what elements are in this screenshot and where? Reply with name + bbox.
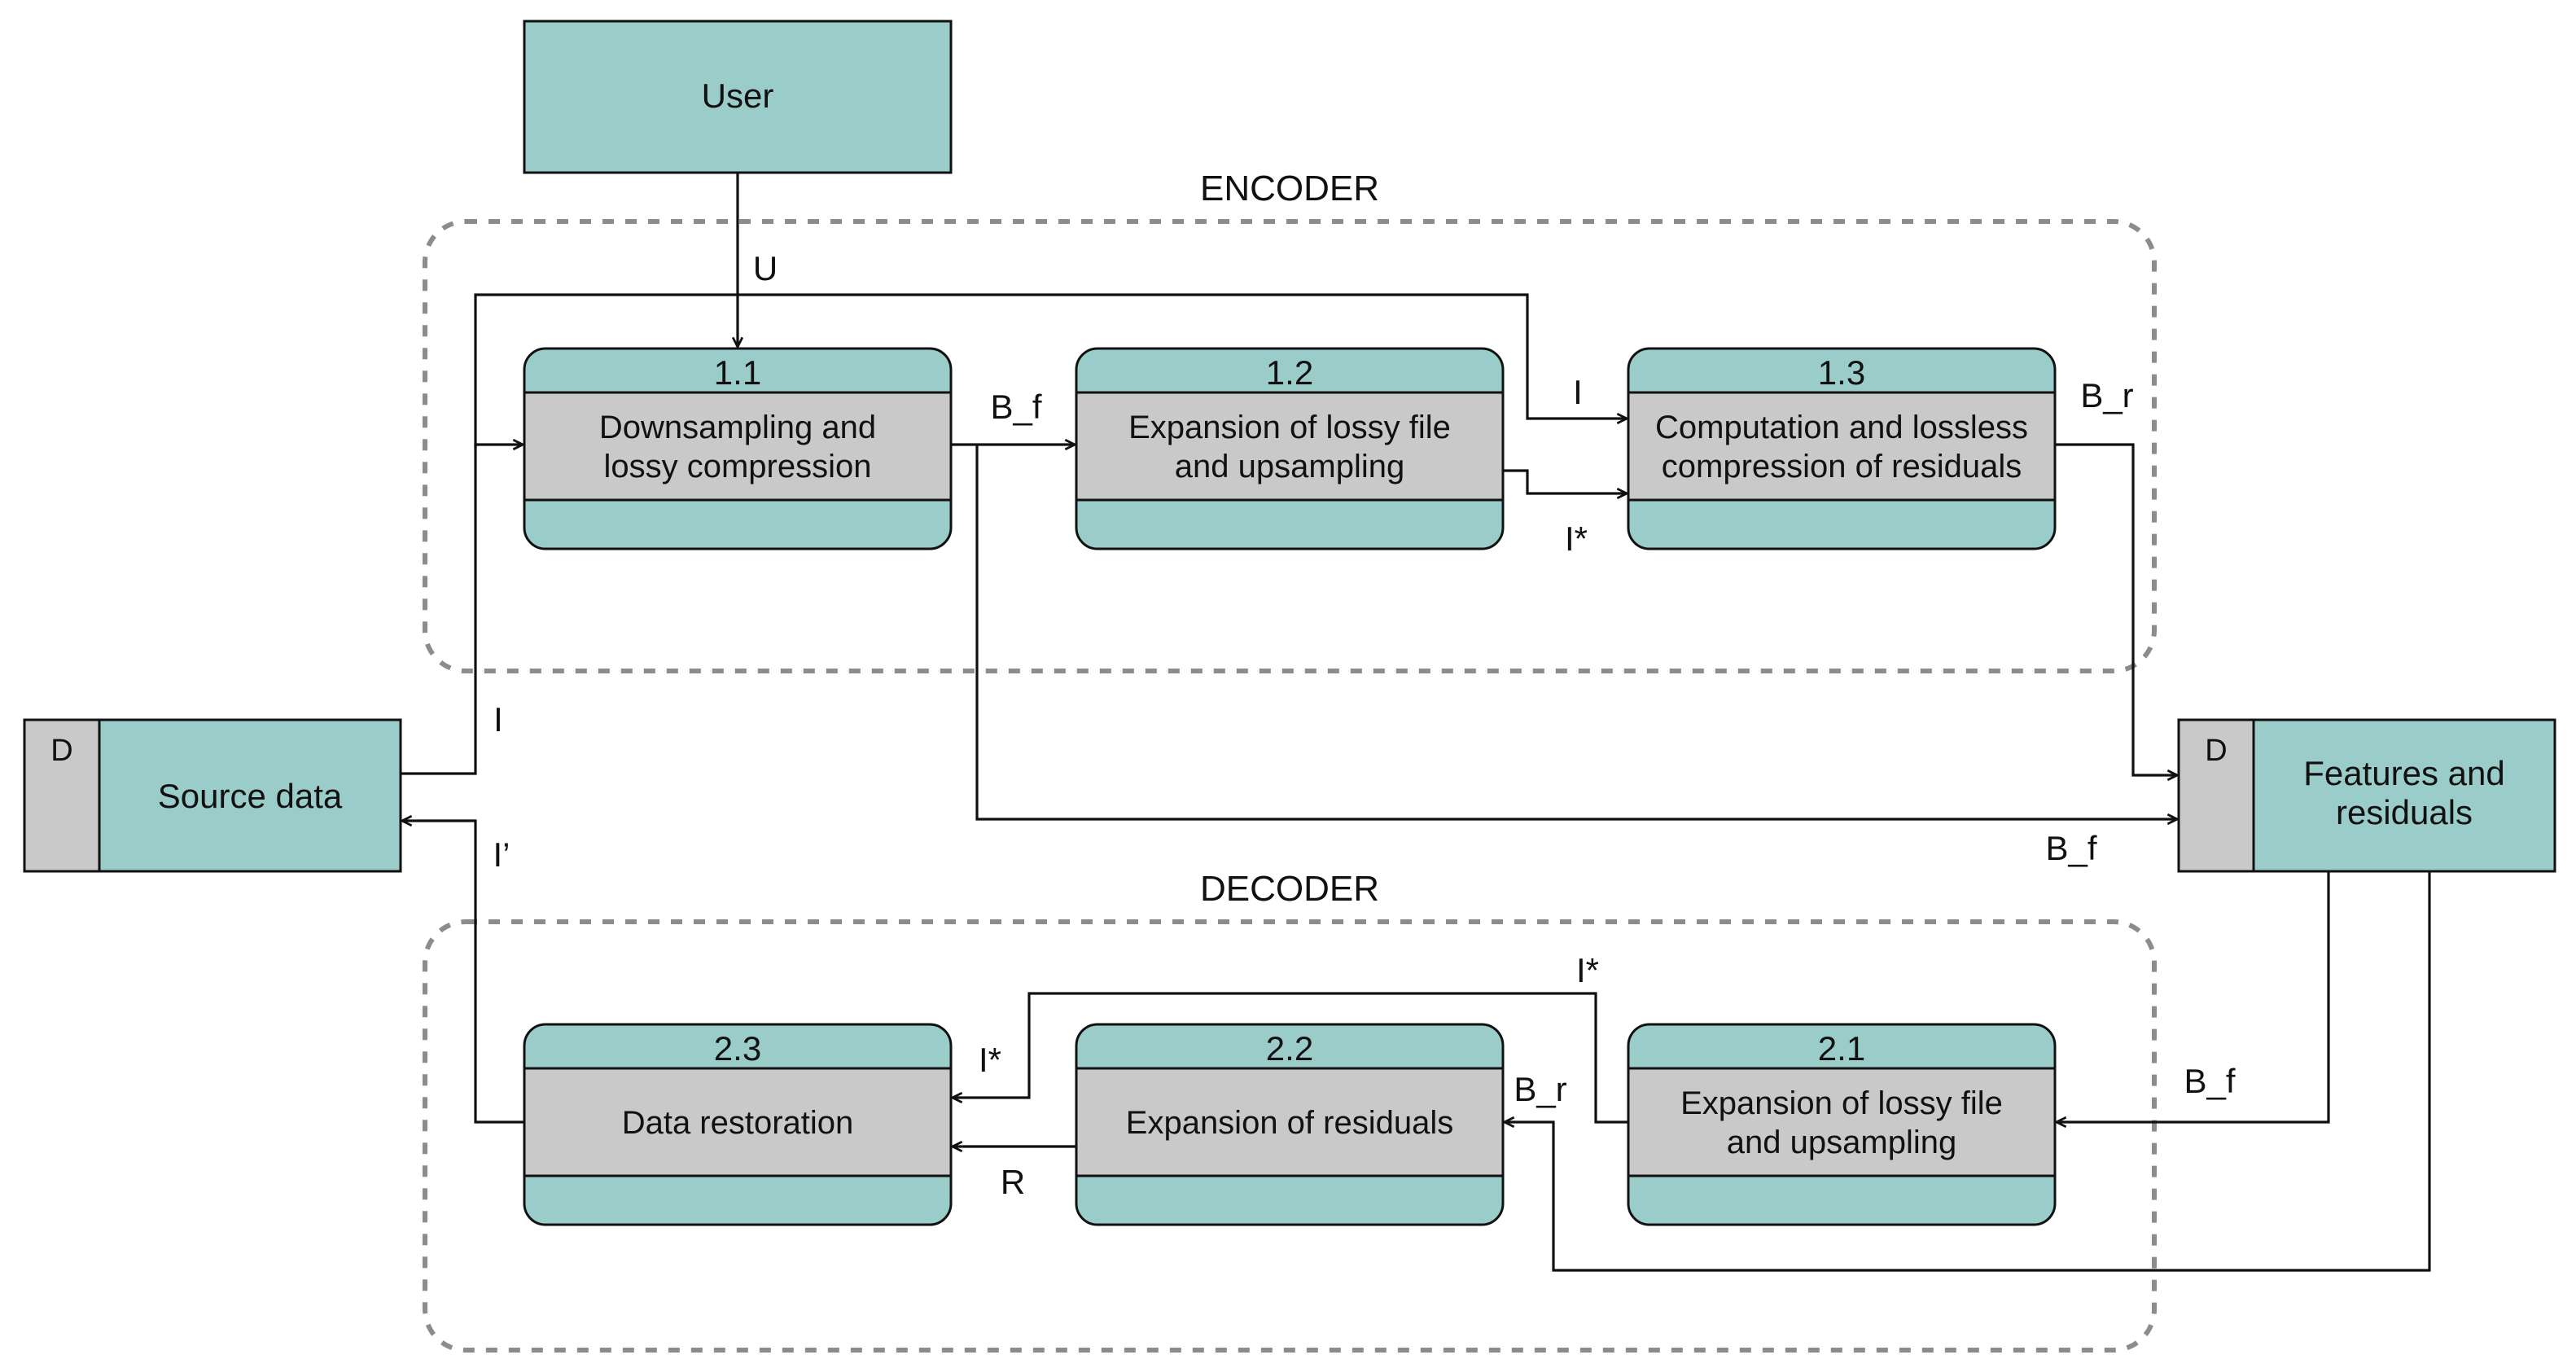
process-2-2-label: Expansion of residuals <box>1126 1105 1453 1141</box>
process-2-3[interactable]: 2.3 Data restoration <box>523 1023 953 1226</box>
flow-label-br-dec: B_r <box>1514 1070 1566 1108</box>
flow-label-bf-to-1-2: B_f <box>990 388 1041 426</box>
encoder-boundary <box>423 219 2157 673</box>
flow-source-to-1-3 <box>474 293 1627 448</box>
flow-label-r: R <box>1001 1163 1025 1201</box>
flow-label-istar-23: I* <box>979 1041 1001 1079</box>
process-1-2[interactable]: 1.2 Expansion of lossy file and upsampli… <box>1075 347 1505 550</box>
process-1-1[interactable]: 1.1 Downsampling and lossy compression <box>523 347 953 550</box>
source-store-tag: D <box>50 734 72 768</box>
flow-label-u: U <box>753 249 778 287</box>
flow-label-i-prime: I’ <box>493 835 510 874</box>
features-store-tag: D <box>2205 734 2227 768</box>
process-1-2-number: 1.2 <box>1266 353 1313 392</box>
flow-label-i-to-1-3: I <box>1573 373 1583 411</box>
source-store-label: Source data <box>158 777 343 815</box>
process-2-3-number: 2.3 <box>714 1029 761 1068</box>
process-2-2-number: 2.2 <box>1266 1029 1313 1068</box>
process-1-3[interactable]: 1.3 Computation and lossless compression… <box>1627 347 2057 550</box>
flow-label-i-source: I <box>493 700 503 739</box>
process-2-3-label: Data restoration <box>622 1105 854 1141</box>
flow-source-to-1-1 <box>401 445 523 775</box>
flow-2-1-to-2-3 <box>953 992 1628 1124</box>
process-2-2[interactable]: 2.2 Expansion of residuals <box>1075 1023 1505 1226</box>
process-2-1-label-line2: and upsampling <box>1727 1125 1956 1160</box>
flow-1-1-to-features <box>975 445 2177 819</box>
flow-label-br-enc: B_r <box>2080 376 2133 414</box>
encoder-title: ENCODER <box>1200 169 1379 208</box>
user-label: User <box>702 77 774 115</box>
process-1-2-label-line1: Expansion of lossy file <box>1128 410 1451 445</box>
process-1-2-label-line2: and upsampling <box>1175 449 1404 484</box>
process-1-1-label-line2: lossy compression <box>603 449 871 484</box>
flow-features-to-2-1 <box>2057 871 2330 1122</box>
process-1-3-label-line1: Computation and lossless <box>1655 410 2028 445</box>
flow-1-3-to-features <box>2055 443 2177 775</box>
flow-label-bf-store: B_f <box>2045 829 2096 867</box>
user-entity[interactable]: User <box>523 20 953 174</box>
features-store-label-line1: Features and <box>2303 754 2505 792</box>
process-2-1[interactable]: 2.1 Expansion of lossy file and upsampli… <box>1627 1023 2057 1226</box>
process-2-1-label-line1: Expansion of lossy file <box>1680 1085 2003 1121</box>
process-1-1-number: 1.1 <box>714 353 761 392</box>
flow-1-2-to-1-3 <box>1503 469 1627 493</box>
process-2-1-number: 2.1 <box>1818 1029 1865 1068</box>
process-1-3-label-line2: compression of residuals <box>1662 449 2022 484</box>
flow-features-to-2-2 <box>1505 871 2431 1272</box>
flow-label-istar-enc: I* <box>1565 520 1588 558</box>
features-store-label-line2: residuals <box>2336 793 2473 831</box>
flow-label-istar-top: I* <box>1576 951 1599 989</box>
process-1-3-number: 1.3 <box>1818 353 1865 392</box>
decoder-title: DECODER <box>1200 869 1379 909</box>
decoder-boundary <box>423 919 2157 1353</box>
process-1-1-label-line1: Downsampling and <box>599 410 876 445</box>
source-data-store[interactable]: D Source data <box>23 718 402 873</box>
features-residuals-store[interactable]: D Features and residuals <box>2177 718 2556 873</box>
flow-label-bf-dec: B_f <box>2184 1062 2235 1100</box>
flow-2-3-to-source <box>402 821 524 1124</box>
